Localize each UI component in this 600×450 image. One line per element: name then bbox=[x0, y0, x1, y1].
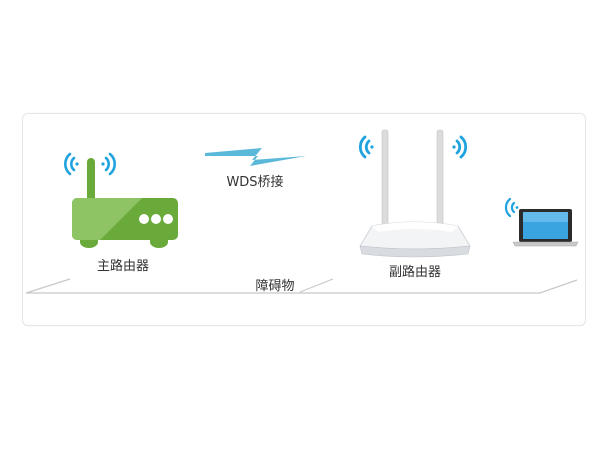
main-router-label: 主路由器 bbox=[96, 259, 150, 274]
secondary-router-label: 副路由器 bbox=[388, 265, 442, 280]
wifi-waves-icon bbox=[358, 135, 371, 159]
wifi-waves-icon bbox=[504, 197, 516, 218]
floor-line bbox=[25, 278, 578, 294]
wds-bridge-label: WDS桥接 bbox=[226, 175, 284, 190]
obstacle-label: 障碍物 bbox=[255, 279, 295, 294]
wifi-waves-icon bbox=[64, 152, 76, 176]
wifi-waves-icon bbox=[455, 135, 468, 159]
secondary-router-icon bbox=[358, 129, 471, 258]
laptop-icon bbox=[504, 197, 579, 247]
lightning-bolt-icon bbox=[205, 148, 306, 166]
wifi-waves-icon bbox=[104, 152, 116, 176]
main-router-icon bbox=[64, 152, 178, 248]
